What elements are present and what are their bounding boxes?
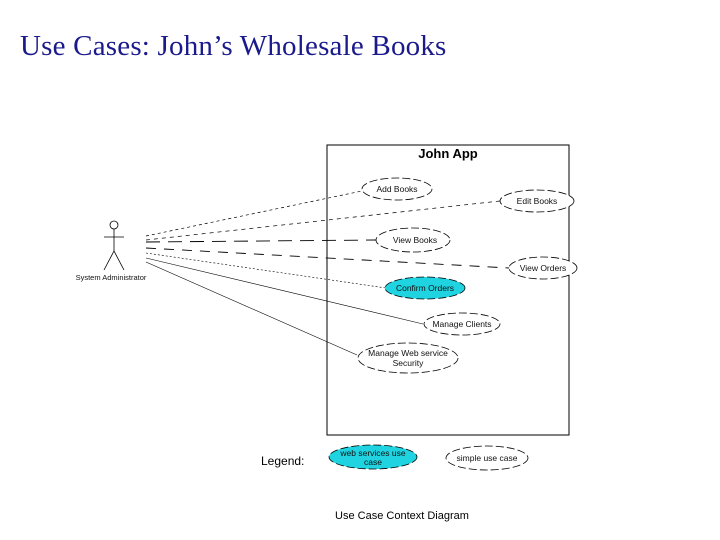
- use-case-label: Edit Books: [517, 196, 558, 206]
- use-case-label: View Books: [393, 235, 437, 245]
- association-lines: [145, 190, 510, 356]
- system-name: John App: [418, 146, 478, 161]
- use-case-label: View Orders: [520, 263, 567, 273]
- assoc-manage-security: [145, 261, 358, 356]
- use-case-label: Add Books: [376, 184, 417, 194]
- system-boundary: [326, 144, 570, 436]
- actor-icon: [103, 220, 125, 271]
- legend-simple-label: simple use case: [457, 453, 518, 463]
- legend-web-service-label-line2: case: [364, 457, 382, 467]
- use-case-manage-clients[interactable]: Manage Clients: [423, 312, 501, 336]
- actor-label: System Administrator: [76, 273, 147, 282]
- legend-simple-swatch: simple use case: [445, 445, 529, 471]
- use-case-edit-books[interactable]: Edit Books: [499, 189, 575, 213]
- use-case-label: Confirm Orders: [396, 283, 454, 293]
- use-case-label-line2: Security: [393, 358, 424, 368]
- legend-web-service-label: web services use: [339, 448, 405, 458]
- legend-web-service-swatch: web services use case: [328, 444, 418, 470]
- use-case-view-books[interactable]: View Books: [375, 227, 451, 253]
- use-case-view-orders[interactable]: View Orders: [508, 256, 578, 280]
- use-case-manage-web-service-security[interactable]: Manage Web service Security: [357, 342, 459, 374]
- assoc-add-books: [145, 190, 363, 237]
- use-case-label: Manage Clients: [432, 319, 491, 329]
- assoc-edit-books: [145, 200, 501, 241]
- assoc-manage-clients: [145, 257, 424, 325]
- use-case-confirm-orders[interactable]: Confirm Orders: [384, 276, 466, 300]
- assoc-confirm-orders: [145, 252, 387, 289]
- legend-label: Legend:: [261, 454, 304, 468]
- diagram-caption: Use Case Context Diagram: [335, 510, 469, 522]
- slide-title: Use Cases: John’s Wholesale Books: [20, 30, 447, 62]
- assoc-view-books: [145, 239, 377, 243]
- use-case-add-books[interactable]: Add Books: [361, 177, 433, 201]
- use-case-label: Manage Web service: [368, 348, 448, 358]
- assoc-view-orders: [145, 247, 510, 269]
